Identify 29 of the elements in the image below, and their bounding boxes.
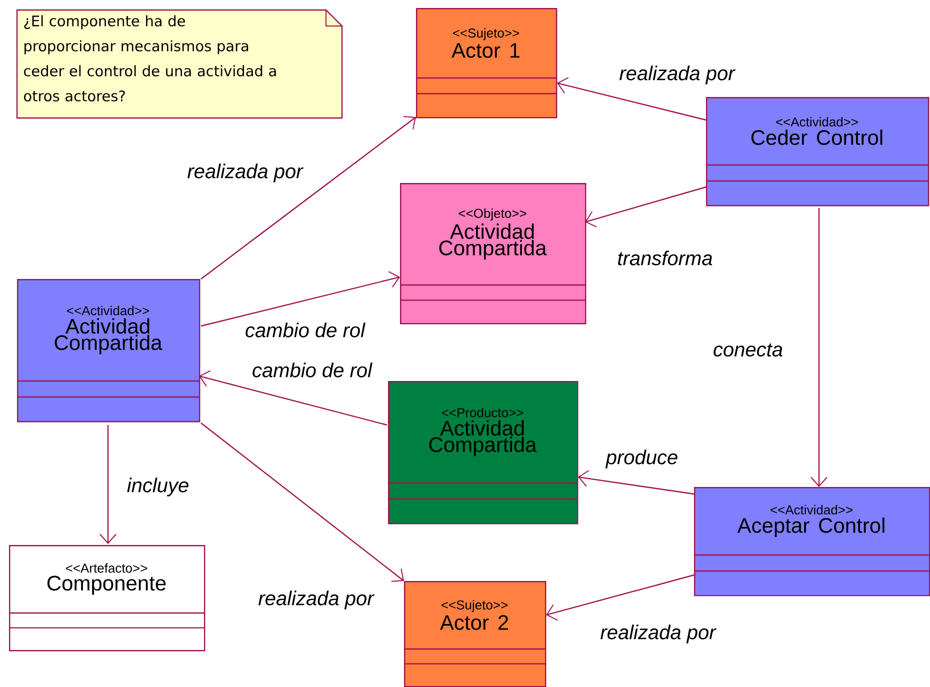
edge-label: cambio de rol — [244, 322, 366, 338]
edge-label: realizada por — [257, 590, 375, 610]
edge-label: realizada por — [599, 624, 717, 644]
class-box: <<Sujeto>> Actor 1 — [416, 8, 558, 118]
edge-label: transforma — [616, 250, 714, 266]
arrow — [810, 208, 828, 487]
arrow — [200, 271, 400, 327]
arrow — [557, 77, 706, 121]
note-box: ¿El componente ha de proporcionar mecanismos para ceder el control de una actividad a otros actores? — [16, 9, 343, 119]
arrow — [199, 370, 388, 426]
class-box: <<Actividad>> Aceptar Control — [694, 487, 930, 596]
arrow — [578, 470, 694, 495]
edge-label: cambio de rol — [250, 362, 374, 378]
arrow — [200, 422, 404, 582]
edge-label: realizada por — [618, 64, 736, 86]
arrow — [100, 425, 116, 544]
edge-label: conecta — [712, 342, 784, 358]
arrow — [546, 574, 694, 621]
edge-label: incluye — [126, 476, 190, 498]
edge-label: produce — [604, 448, 680, 470]
class-box: <<Actividad>> Actividad Compartida — [17, 279, 200, 422]
class-box: <<Artefacto>> Componente — [9, 545, 206, 652]
edge-label: realizada por — [186, 162, 304, 184]
class-box: <<Producto>> Actividad Compartida — [388, 381, 578, 524]
class-box: <<Actividad>> Ceder Control — [706, 97, 930, 206]
class-box: <<Objeto>> Actividad Compartida — [400, 183, 586, 324]
arrow — [200, 116, 416, 280]
arrow — [585, 186, 706, 228]
class-box: <<Sujeto>> Actor 2 — [404, 581, 546, 687]
